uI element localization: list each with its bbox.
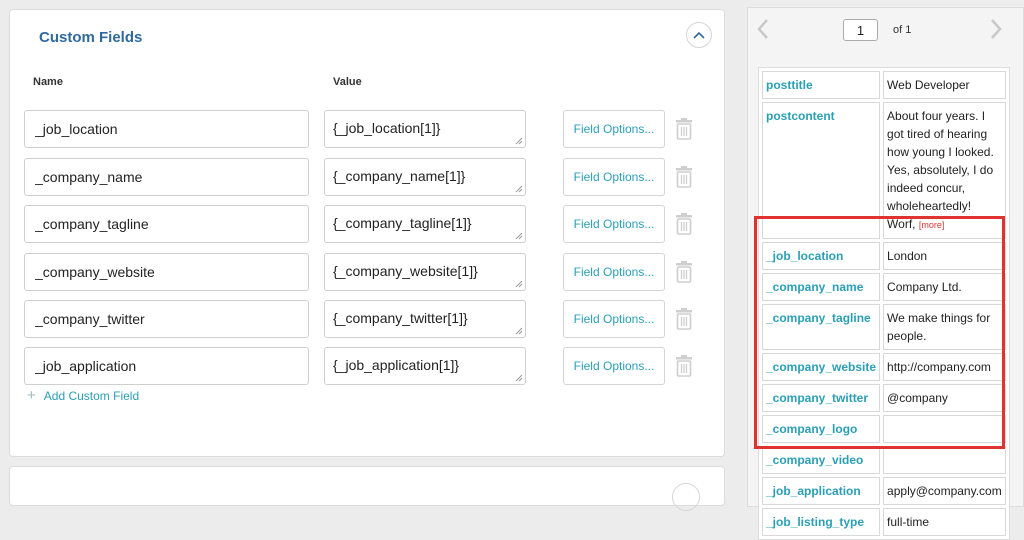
field-name-input[interactable] [24, 253, 309, 291]
preview-value [883, 446, 1006, 474]
trash-icon[interactable] [675, 118, 693, 140]
chevron-up-icon [693, 31, 705, 39]
custom-field-row: {_company_website[1]} Field Options... [24, 253, 700, 291]
resize-grip-icon[interactable] [515, 137, 523, 145]
trash-icon[interactable] [675, 308, 693, 330]
field-options-button[interactable]: Field Options... [563, 347, 665, 385]
resize-grip-icon[interactable] [515, 280, 523, 288]
table-row: _company_tagline We make things for peop… [762, 304, 1006, 350]
trash-icon[interactable] [675, 261, 693, 283]
field-value-input[interactable]: {_company_tagline[1]} [325, 206, 525, 242]
preview-key: _company_twitter [762, 384, 881, 412]
preview-value: apply@company.com [883, 477, 1006, 505]
trash-icon[interactable] [675, 166, 693, 188]
preview-key: _company_video [762, 446, 881, 474]
resize-grip-icon[interactable] [515, 327, 523, 335]
chevron-left-icon[interactable] [757, 18, 769, 40]
trash-icon[interactable] [675, 355, 693, 377]
field-value-box: {_job_location[1]} [324, 110, 526, 148]
field-value-box: {_job_application[1]} [324, 347, 526, 385]
add-custom-field-link[interactable]: + Add Custom Field [27, 387, 140, 404]
resize-grip-icon[interactable] [515, 374, 523, 382]
field-value-input[interactable]: {_company_twitter[1]} [325, 301, 525, 337]
preview-value: full-time [883, 508, 1006, 536]
preview-value: Company Ltd. [883, 273, 1006, 301]
collapse-button-2[interactable] [672, 483, 700, 511]
preview-table: posttitle Web Developer postcontent Abou… [758, 67, 1010, 540]
preview-key: _company_tagline [762, 304, 881, 350]
table-row: _job_location London [762, 242, 1006, 270]
field-options-button[interactable]: Field Options... [563, 158, 665, 196]
field-value-input[interactable]: {_company_name[1]} [325, 159, 525, 195]
preview-key: _job_location [762, 242, 881, 270]
preview-value-cell: About four years. I got tired of hearing… [883, 102, 1006, 239]
field-value-box: {_company_name[1]} [324, 158, 526, 196]
panel-title: Custom Fields [39, 29, 143, 46]
field-name-input[interactable] [24, 300, 309, 338]
field-name-input[interactable] [24, 158, 309, 196]
preview-key: _job_listing_type [762, 508, 881, 536]
field-options-button[interactable]: Field Options... [563, 300, 665, 338]
preview-key: _company_name [762, 273, 881, 301]
page-number-input[interactable] [843, 19, 878, 41]
field-value-box: {_company_twitter[1]} [324, 300, 526, 338]
table-row: _company_twitter @company [762, 384, 1006, 412]
table-row: postcontent About four years. I got tire… [762, 102, 1006, 239]
trash-icon[interactable] [675, 213, 693, 235]
field-value-input[interactable]: {_job_location[1]} [325, 111, 525, 147]
custom-field-row: {_company_twitter[1]} Field Options... [24, 300, 700, 338]
chevron-right-icon[interactable] [990, 18, 1002, 40]
table-row: _company_video [762, 446, 1006, 474]
table-row: _company_website http://company.com [762, 353, 1006, 381]
collapse-button[interactable] [686, 22, 712, 48]
table-row: _company_logo [762, 415, 1006, 443]
preview-key: posttitle [762, 71, 881, 99]
field-name-input[interactable] [24, 110, 309, 148]
table-row: posttitle Web Developer [762, 71, 1006, 99]
preview-value [883, 415, 1006, 443]
resize-grip-icon[interactable] [515, 185, 523, 193]
field-options-button[interactable]: Field Options... [563, 110, 665, 148]
next-panel [9, 466, 725, 511]
table-row: _job_listing_type full-time [762, 508, 1006, 536]
field-options-button[interactable]: Field Options... [563, 253, 665, 291]
preview-value: @company [883, 384, 1006, 412]
preview-key: _company_website [762, 353, 881, 381]
table-row: _job_application apply@company.com [762, 477, 1006, 505]
name-column-header: Name [33, 76, 63, 88]
field-name-input[interactable] [24, 347, 309, 385]
preview-value: About four years. I got tired of hearing… [887, 109, 994, 231]
value-column-header: Value [333, 76, 362, 88]
more-link[interactable]: [more] [918, 220, 945, 230]
custom-field-row: {_company_tagline[1]} Field Options... [24, 205, 700, 243]
custom-field-row: {_job_application[1]} Field Options... [24, 347, 700, 385]
preview-key: postcontent [762, 102, 881, 239]
field-name-input[interactable] [24, 205, 309, 243]
preview-value: Web Developer [883, 71, 1006, 99]
page-count-label: of 1 [893, 24, 912, 36]
table-row: _company_name Company Ltd. [762, 273, 1006, 301]
preview-value: We make things for people. [883, 304, 1006, 350]
add-custom-field-label: Add Custom Field [43, 389, 140, 403]
preview-value: London [883, 242, 1006, 270]
preview-key: _job_application [762, 477, 881, 505]
field-value-input[interactable]: {_company_website[1]} [325, 254, 525, 290]
field-value-box: {_company_website[1]} [324, 253, 526, 291]
field-value-box: {_company_tagline[1]} [324, 205, 526, 243]
field-options-button[interactable]: Field Options... [563, 205, 665, 243]
preview-key: _company_logo [762, 415, 881, 443]
field-value-input[interactable]: {_job_application[1]} [325, 348, 525, 384]
preview-value: http://company.com [883, 353, 1006, 381]
custom-field-row: {_job_location[1]} Field Options... [24, 110, 700, 148]
custom-field-row: {_company_name[1]} Field Options... [24, 158, 700, 196]
plus-icon: + [27, 387, 36, 404]
resize-grip-icon[interactable] [515, 232, 523, 240]
